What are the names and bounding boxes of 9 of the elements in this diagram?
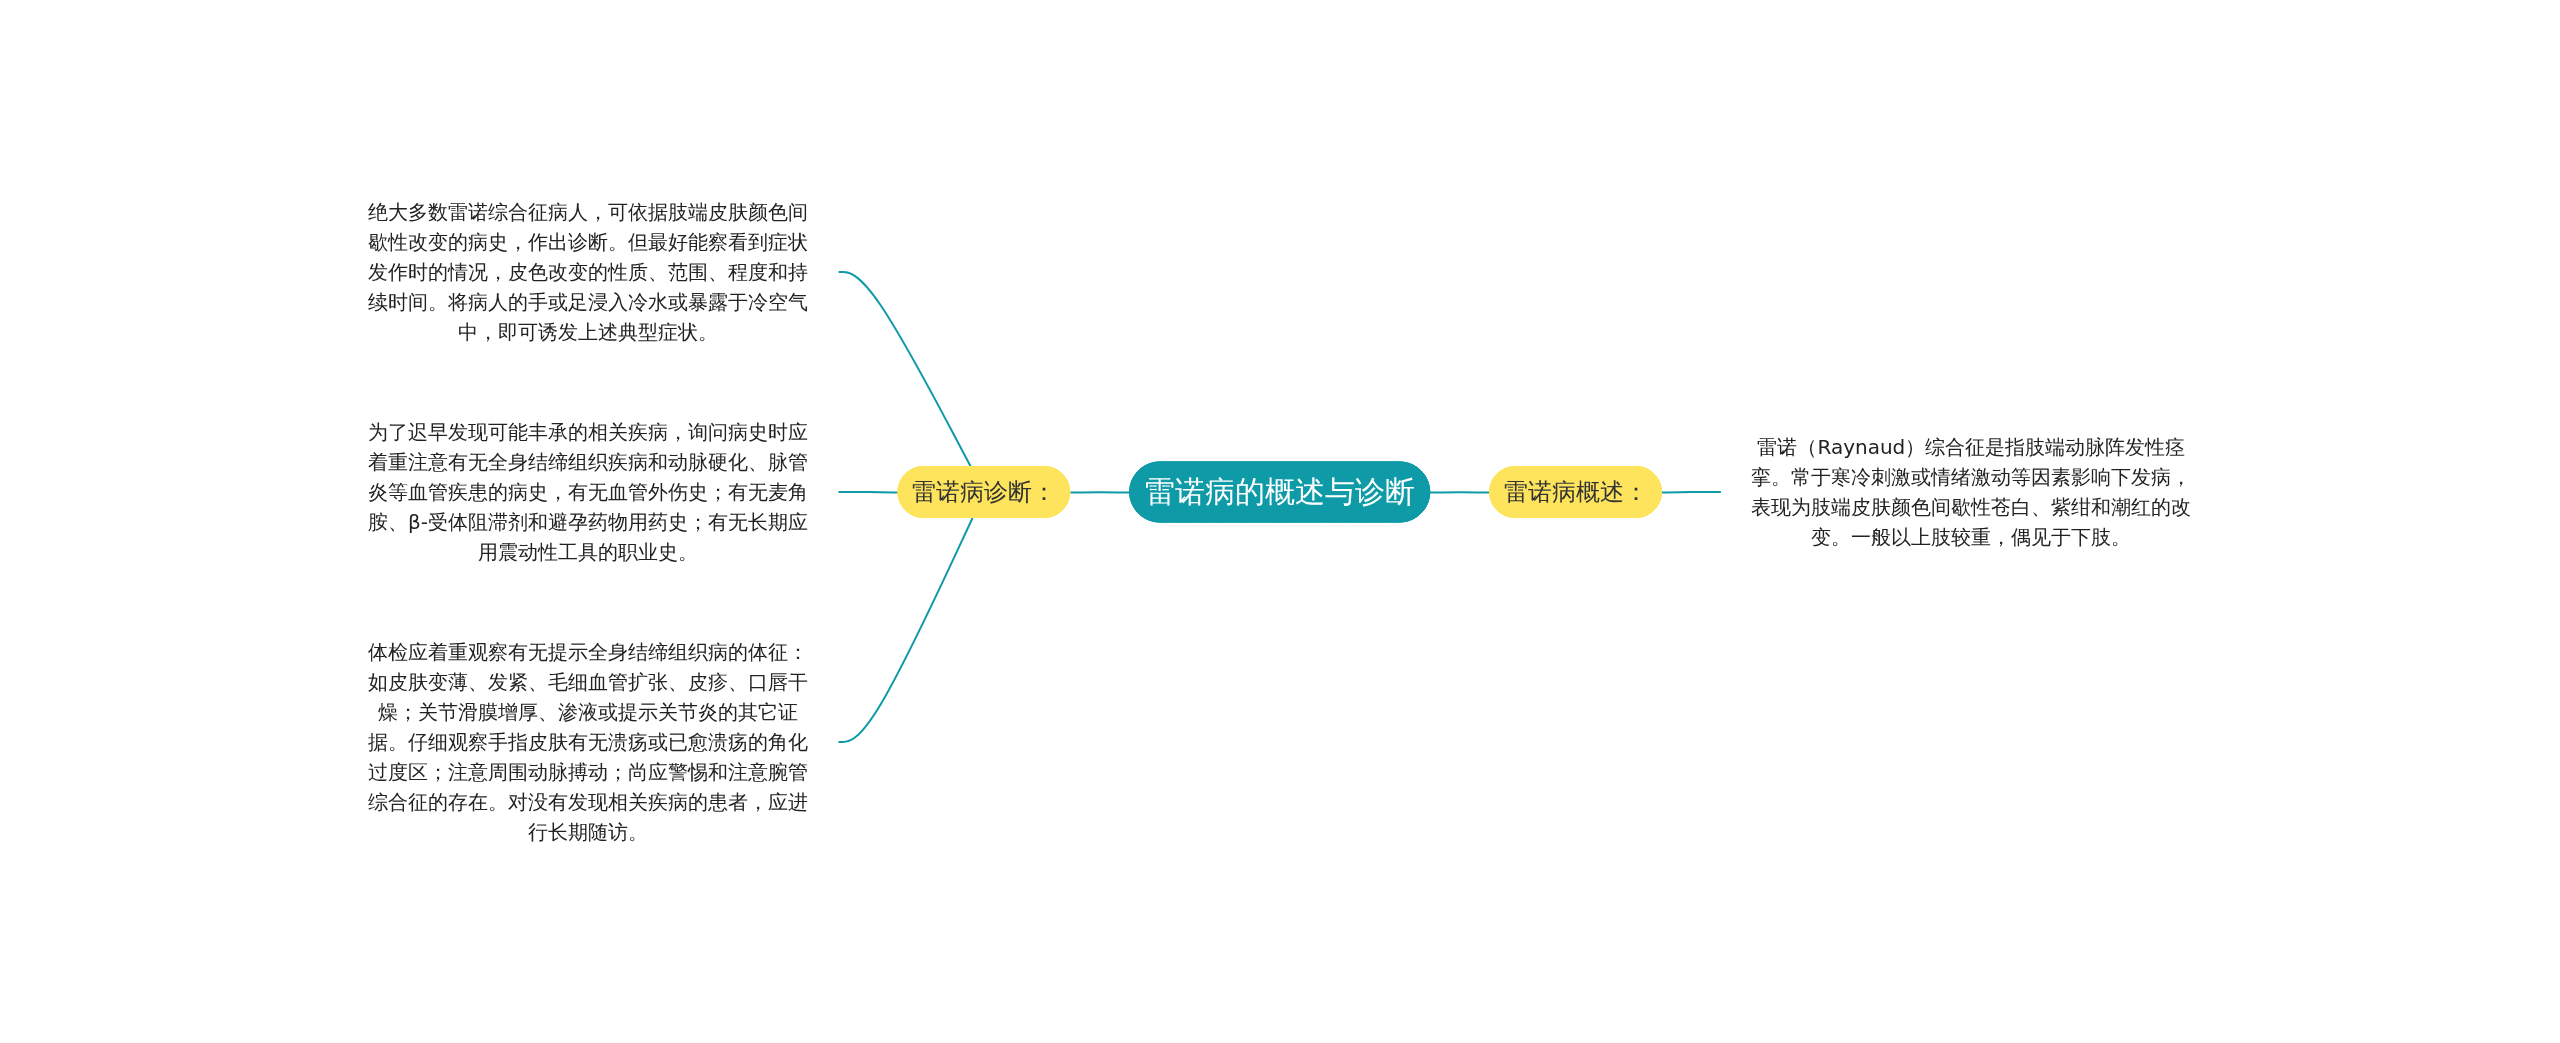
node-text: 体检应着重观察有无提示全身结缔组织病的体征：如皮肤变薄、发紧、毛细血管扩张、皮疹、口唇干燥；关节滑膜增厚、渗液或提示关节炎的其它证据。仔细观察手指皮肤有无溃疡或已愈溃疡的角化过度区；注意周围动脉搏动；尚应警惕和注意腕管综合征的存在。对没有发现相关疾病的患者，应进行长期随访。 [368, 639, 809, 844]
connector [837, 516, 974, 743]
node-text: 雷诺（Raynaud）综合征是指肢端动脉阵发性痉挛。常于寒冷刺激或情绪激动等因素影响下发病，表现为肢端皮肤颜色间歇性苍白、紫绀和潮红的改变。一般以上肢较重，偶见于下肢。 [1751, 434, 2192, 549]
connector [1429, 490, 1492, 493]
connector [1661, 490, 1723, 493]
node-text: 为了迟早发现可能丰承的相关疾病，询问病史时应着重注意有无全身结缔组织疾病和动脉硬化、脉管炎等血管疾患的病史，有无血管外伤史；有无麦角胺、β-受体阻滞剂和避孕药物用药史；有无长期应用震动性工具的职业史。 [368, 419, 809, 564]
connector [837, 490, 900, 493]
node-text: 绝大多数雷诺综合征病人，可依据肢端皮肤颜色间歇性改变的病史，作出诊断。但最好能察看到症状发作时的情况，皮色改变的性质、范围、程度和持续时间。将病人的手或足浸入冷水或暴露于冷空气中，即可诱发上述典型症状。 [368, 199, 809, 344]
connector [1069, 490, 1132, 493]
